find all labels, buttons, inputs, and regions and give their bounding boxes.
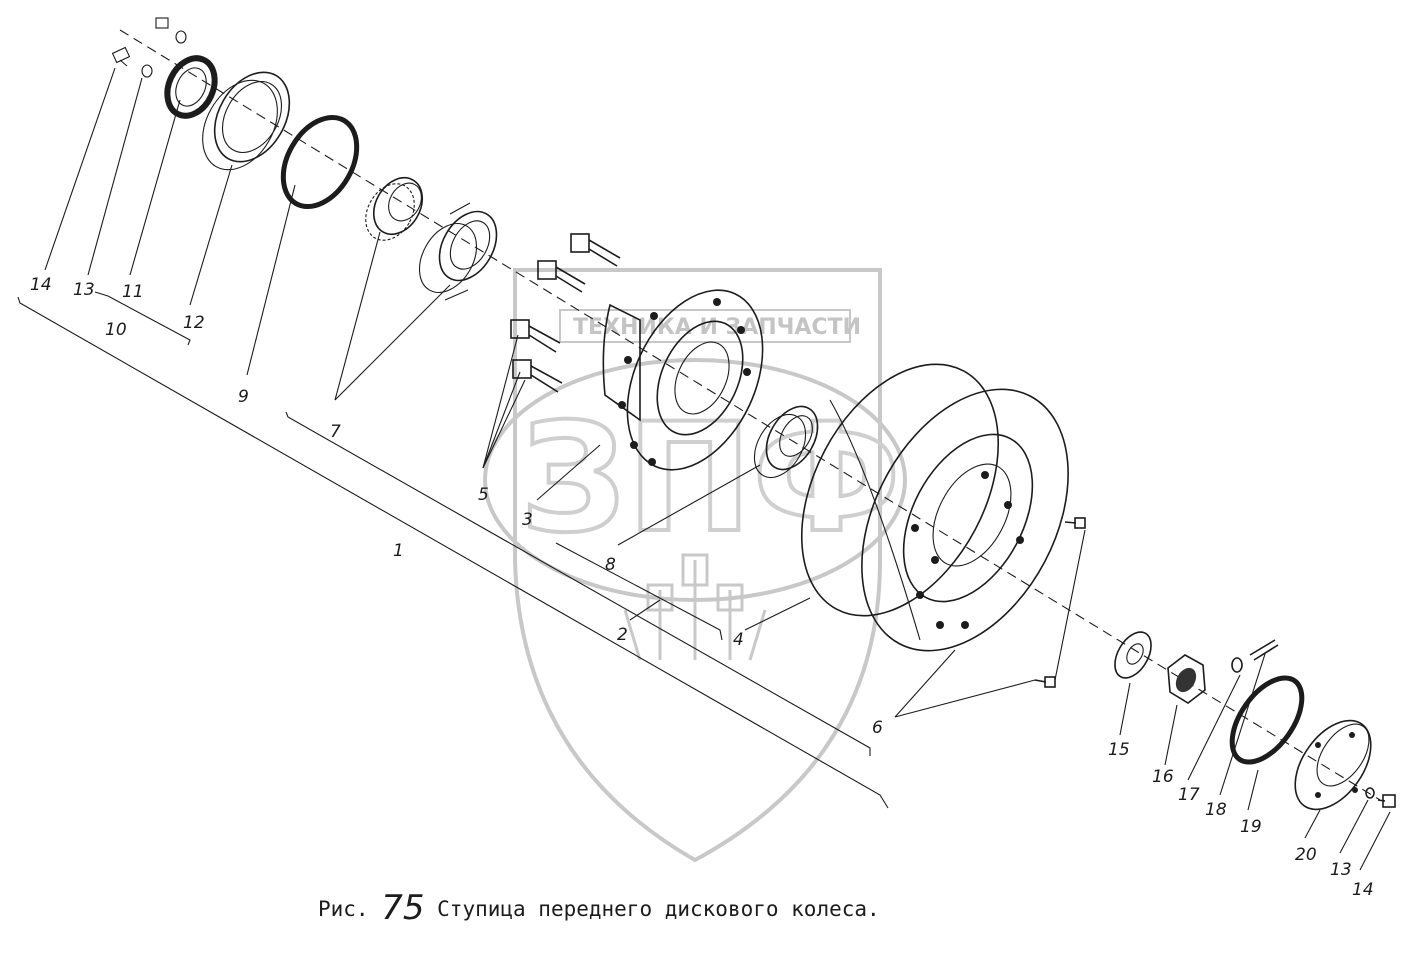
label-1: 1 (393, 541, 404, 561)
part-11-seal (164, 55, 218, 119)
label-18: 18 (1205, 800, 1227, 820)
label-14-left: 14 (30, 275, 52, 295)
label-4: 4 (733, 630, 744, 650)
part-13-washer-right (1365, 787, 1375, 799)
part-13-washer-left (141, 64, 153, 78)
part-18-washer (1231, 657, 1243, 673)
part-3-hub (602, 289, 764, 471)
label-13-right: 13 (1330, 860, 1352, 880)
label-8: 8 (605, 555, 616, 575)
label-7: 7 (330, 422, 341, 442)
watermark-shield (513, 268, 882, 863)
part-8-bearing (753, 405, 819, 478)
label-15: 15 (1108, 740, 1130, 760)
part-6-screws (1034, 517, 1086, 688)
part-14-screw-left (111, 17, 169, 67)
label-5: 5 (478, 485, 489, 505)
part-19-gasket (1229, 675, 1305, 765)
caption-prefix: Рис. (318, 897, 369, 921)
label-6: 6 (872, 718, 883, 738)
part-9-gasket (280, 114, 360, 210)
part-20-cap (1294, 719, 1372, 811)
label-3: 3 (522, 510, 533, 530)
label-12: 12 (183, 313, 205, 333)
group-brackets (17, 291, 889, 809)
label-16: 16 (1152, 767, 1174, 787)
part-14-screw-right (1377, 794, 1396, 808)
center-axis (119, 29, 1381, 801)
label-19: 19 (1240, 817, 1262, 837)
callout-labels: 14 13 11 10 12 9 7 1 5 3 8 2 4 6 15 16 1… (30, 275, 1374, 900)
label-11: 11 (122, 282, 144, 302)
part-4-brake-drum (800, 363, 1069, 652)
part-7-outer-race (418, 202, 498, 301)
caption-title: Ступица переднего дискового колеса. (437, 897, 880, 921)
leader-lines (44, 67, 1391, 871)
label-14-right: 14 (1352, 880, 1374, 900)
part-12-cover (202, 71, 291, 171)
part-16-nut (1167, 654, 1206, 704)
label-10: 10 (105, 320, 127, 340)
label-20: 20 (1295, 845, 1317, 865)
label-2: 2 (617, 625, 628, 645)
caption-figure-number: 75 (381, 888, 425, 928)
part-15-washer (1114, 631, 1152, 679)
watermark-wheat-icon (623, 553, 767, 661)
label-17: 17 (1178, 785, 1200, 805)
watermark-banner: ТЕХНИКА И ЗАПЧАСТИ (573, 315, 861, 340)
label-13-left: 13 (73, 280, 95, 300)
label-9: 9 (238, 387, 249, 407)
figure-caption: Рис. 75 Ступица переднего дискового коле… (318, 888, 880, 928)
part-5-bolts (510, 233, 621, 393)
watermark-logo: ТЕХНИКА И ЗАПЧАСТИ ЗПФ (483, 268, 907, 863)
watermark-letters: ЗПФ (520, 392, 901, 566)
part-7-bearing-small (365, 176, 424, 241)
part-17-pin (1249, 639, 1279, 661)
